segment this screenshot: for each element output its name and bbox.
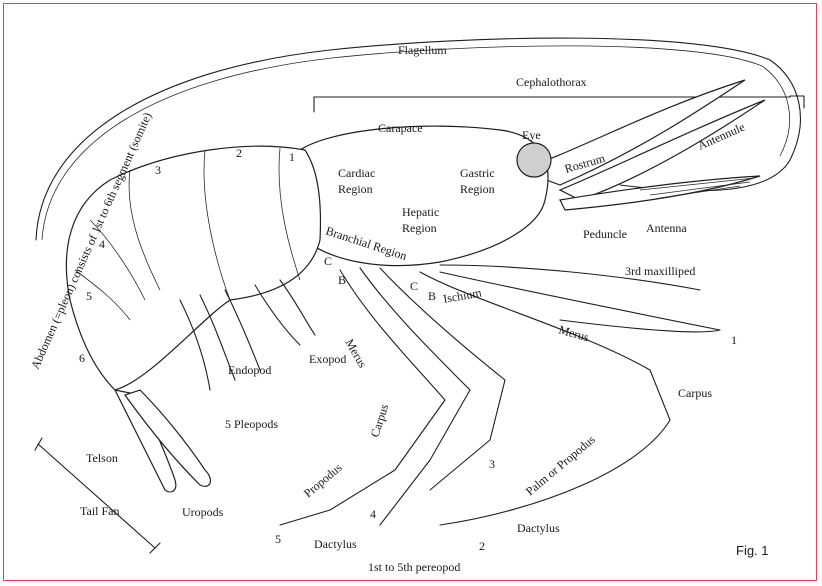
label-tail-fan: Tail Fan <box>80 504 120 518</box>
label-coxa-1: C <box>324 254 332 268</box>
label-cardiac-2: Region <box>338 182 373 196</box>
label-leg-4: 4 <box>370 507 376 521</box>
label-basis-1: B <box>338 273 346 287</box>
label-dactylus-right: Dactylus <box>517 521 560 535</box>
label-segment-1: 1 <box>289 150 295 164</box>
cephalothorax-bracket <box>314 96 804 112</box>
figure-number: Fig. 1 <box>736 543 769 558</box>
label-pleopods: 5 Pleopods <box>225 417 278 431</box>
label-propodus: Propodus <box>301 460 345 500</box>
label-ischium: Ischium <box>442 285 483 306</box>
label-leg-2: 2 <box>479 539 485 553</box>
label-segment-4: 4 <box>99 237 105 251</box>
label-leg-1: 1 <box>731 333 737 347</box>
label-endopod: Endopod <box>228 363 271 377</box>
label-gastric-1: Gastric <box>460 166 495 180</box>
label-segment-5: 5 <box>86 289 92 303</box>
pereopod-4 <box>360 268 470 525</box>
label-cardiac-1: Cardiac <box>338 166 375 180</box>
label-eye: Eye <box>522 128 541 142</box>
label-segment-2: 2 <box>236 146 242 160</box>
label-leg-5: 5 <box>275 532 281 546</box>
label-flagellum: Flagellum <box>398 43 447 57</box>
label-maxilliped: 3rd maxilliped <box>625 264 695 278</box>
label-pereopods: 1st to 5th pereopod <box>368 560 460 574</box>
label-carpus-right: Carpus <box>678 386 712 400</box>
label-cephalothorax: Cephalothorax <box>516 75 587 89</box>
label-carpus-left: Carpus <box>368 402 392 439</box>
label-hepatic-2: Region <box>402 221 437 235</box>
label-leg-3: 3 <box>489 457 495 471</box>
label-telson: Telson <box>86 451 118 465</box>
label-antenna: Antenna <box>646 221 687 235</box>
label-exopod: Exopod <box>309 352 346 366</box>
label-coxa-2: C <box>410 279 418 293</box>
label-merus-right: Merus <box>557 322 591 344</box>
label-basis-2: B <box>428 289 436 303</box>
eye-shape <box>517 143 551 177</box>
label-carapace: Carapace <box>378 121 423 135</box>
label-hepatic-1: Hepatic <box>402 205 439 219</box>
label-gastric-2: Region <box>460 182 495 196</box>
label-segment-3: 3 <box>155 163 161 177</box>
label-peduncle: Peduncle <box>583 227 627 241</box>
label-palm-propodus: Palm or Propodus <box>523 432 598 498</box>
abdomen-shape <box>66 146 320 390</box>
label-uropods: Uropods <box>182 505 224 519</box>
label-dactylus-left: Dactylus <box>314 537 357 551</box>
label-segment-6: 6 <box>79 351 85 365</box>
carapace-shape <box>297 126 548 266</box>
pereopod-1 <box>440 272 720 332</box>
label-merus-left: Merus <box>342 337 370 371</box>
